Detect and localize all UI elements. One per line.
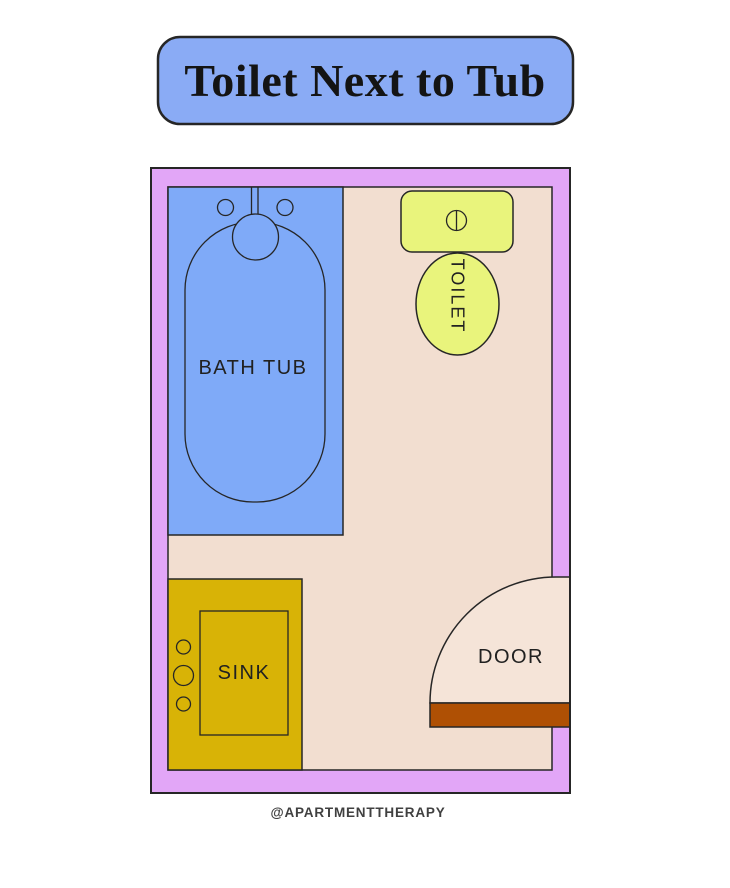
sink-knob-bottom-icon	[175, 696, 192, 712]
bathtub-knob-left-icon	[216, 198, 235, 217]
toilet-label: TOILET	[448, 259, 468, 334]
bathtub-knob-right-icon	[276, 198, 294, 217]
sink-knob-top-icon	[175, 639, 192, 655]
bathtub-spout	[250, 187, 259, 216]
room-outline	[150, 167, 571, 794]
title-banner	[156, 35, 575, 126]
door-label: DOOR	[478, 646, 544, 668]
sink-faucet-icon	[172, 664, 195, 687]
toilet-bowl	[415, 252, 500, 356]
door-slab	[429, 702, 571, 728]
footer-credit: @APARTMENTTHERAPY	[270, 805, 445, 820]
sink-basin-outline	[199, 610, 289, 736]
bathtub-label: BATH TUB	[198, 357, 307, 379]
bathtub-faucet-icon	[231, 213, 280, 261]
door-swing-arc	[429, 576, 571, 704]
sink-label: SINK	[218, 662, 271, 684]
page-title: Toilet Next to Tub	[184, 55, 545, 106]
